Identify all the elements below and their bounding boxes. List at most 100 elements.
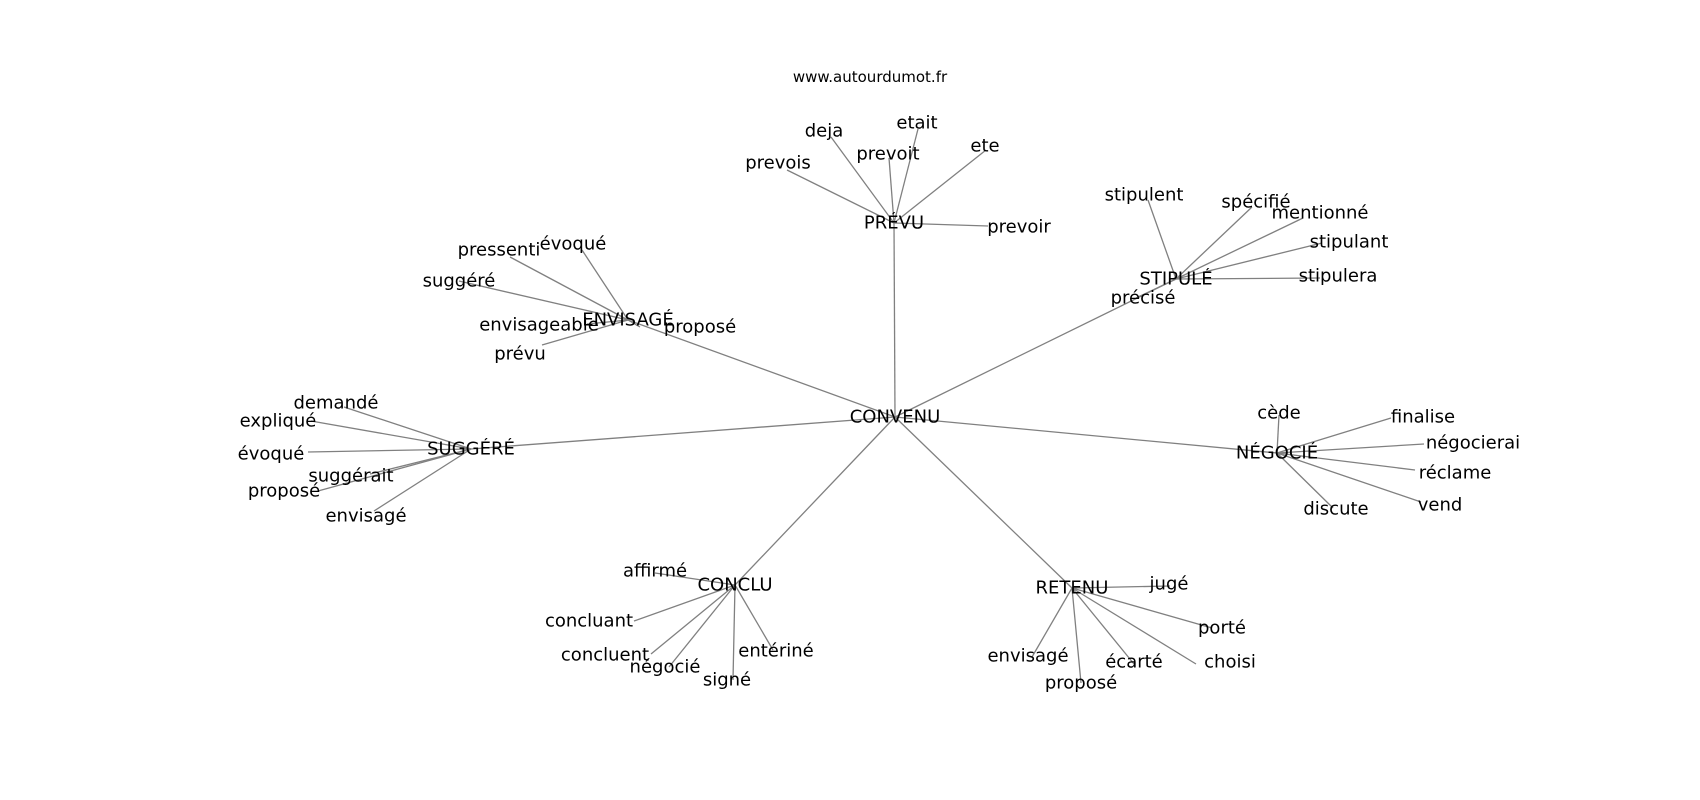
hub-node-label: SUGGÉRÉ (427, 438, 515, 460)
edge-hub-leaf (654, 572, 736, 586)
edge-hub-leaf (317, 448, 472, 492)
leaf-node-label: demandé (294, 393, 379, 414)
leaf-node-label: ete (970, 136, 999, 157)
edge-hub-leaf (734, 584, 774, 651)
edge-root-hub (894, 416, 1278, 454)
edge-hub-leaf (893, 149, 987, 224)
edge-hub-leaf (1276, 452, 1422, 503)
edge-hub-leaf (893, 128, 919, 224)
edge-hub-leaf (633, 584, 736, 622)
edge-hub-leaf (650, 584, 736, 655)
leaf-node-label: stipulant (1310, 232, 1389, 253)
edge-hub-leaf (1071, 585, 1171, 589)
leaf-node-label: précisé (1111, 288, 1176, 309)
leaf-node-label: etait (896, 113, 937, 134)
leaf-node-label: entériné (738, 641, 814, 662)
edge-hub-leaf (1175, 206, 1253, 280)
hub-node-label: RETENU (1036, 578, 1109, 599)
leaf-node-label: porté (1198, 618, 1246, 639)
leaf-node-label: cède (1257, 403, 1300, 424)
root-node-label: CONVENU (850, 407, 941, 428)
leaf-node-label: négocié (630, 657, 701, 678)
leaf-node-label: proposé (664, 317, 736, 338)
leaf-node-label: concluent (561, 645, 649, 666)
edge-hub-leaf (627, 319, 641, 328)
leaf-node-label: jugé (1149, 574, 1189, 595)
edge-hub-leaf (1175, 217, 1304, 280)
leaf-node-label: pressenti (458, 240, 541, 261)
edge-hub-leaf (888, 157, 895, 224)
leaf-node-label: stipulera (1299, 266, 1378, 287)
edge-root-hub (894, 416, 1073, 589)
edge-hub-leaf (509, 256, 629, 321)
leaf-node-label: évoqué (540, 234, 607, 255)
edge-hub-leaf (1031, 587, 1073, 658)
edge-root-hub (893, 222, 896, 418)
edge-root-hub (894, 278, 1177, 418)
leaf-node-label: négocierai (1426, 433, 1520, 454)
edge-root-hub (470, 416, 896, 450)
edge-hub-leaf (458, 280, 629, 321)
edge-hub-leaf (581, 249, 629, 321)
edge-hub-leaf (1276, 452, 1416, 471)
edge-hub-leaf (1071, 587, 1197, 665)
leaf-node-label: suggérait (308, 466, 393, 487)
edge-root-hub (734, 416, 896, 586)
edge-root-hub (627, 319, 896, 418)
leaf-node-label: envisagé (325, 506, 406, 527)
edge-hub-leaf (1135, 278, 1177, 299)
leaf-node-label: envisageable (479, 315, 599, 336)
leaf-node-label: vend (1418, 495, 1463, 516)
hub-node-label: STIPULÉ (1139, 268, 1212, 290)
edge-hub-leaf (373, 448, 472, 512)
hub-node-label: CONCLU (697, 575, 772, 596)
leaf-node-label: prevois (745, 153, 811, 174)
edge-hub-leaf (732, 584, 736, 681)
edge-hub-leaf (830, 136, 895, 224)
edge-hub-leaf (1276, 414, 1280, 454)
leaf-node-label: prévu (494, 344, 546, 365)
leaf-node-label: finalise (1391, 407, 1455, 428)
edge-hub-leaf (1276, 452, 1334, 509)
leaf-node-label: suggéré (423, 271, 496, 292)
edge-hub-leaf (586, 319, 629, 325)
edge-hub-leaf (786, 169, 895, 224)
leaf-node-label: deja (805, 121, 844, 142)
edge-hub-leaf (1147, 199, 1177, 280)
leaf-node-label: signé (703, 670, 751, 691)
edge-hub-leaf (1175, 277, 1321, 280)
leaf-node-label: discute (1303, 499, 1368, 520)
leaf-node-label: stipulent (1105, 185, 1184, 206)
leaf-node-label: prevoir (987, 217, 1051, 238)
edge-hub-leaf (1276, 417, 1392, 454)
leaf-node-label: réclame (1419, 463, 1492, 484)
edge-hub-leaf (893, 222, 989, 227)
leaf-node-label: mentionné (1272, 203, 1369, 224)
leaf-node-label: affirmé (623, 561, 687, 582)
edge-hub-leaf (541, 319, 629, 346)
leaf-node-label: évoqué (238, 444, 305, 465)
leaf-node-label: envisagé (987, 646, 1068, 667)
source-label: www.autourdumot.fr (793, 68, 948, 86)
hub-node-label: NÉGOCIÉ (1236, 442, 1318, 464)
edge-hub-leaf (307, 448, 472, 453)
hub-node-label: PRÉVU (864, 212, 924, 234)
leaf-node-label: concluant (545, 611, 633, 632)
hub-node-label: ENVISAGÉ (582, 309, 674, 331)
leaf-node-label: choisi (1204, 652, 1256, 673)
graph-edges (307, 128, 1425, 684)
leaf-node-label: écarté (1105, 652, 1163, 673)
edge-hub-leaf (1071, 587, 1082, 684)
edge-hub-leaf (1276, 443, 1425, 454)
edge-hub-leaf (1071, 587, 1213, 629)
edge-hub-leaf (1071, 587, 1135, 665)
leaf-node-label: expliqué (240, 411, 317, 432)
leaf-node-label: proposé (248, 481, 320, 502)
edge-hub-leaf (343, 406, 472, 450)
edge-hub-leaf (1175, 242, 1323, 280)
leaf-node-label: spécifié (1221, 192, 1290, 213)
edge-hub-leaf (310, 420, 472, 450)
edge-hub-leaf (668, 584, 736, 668)
